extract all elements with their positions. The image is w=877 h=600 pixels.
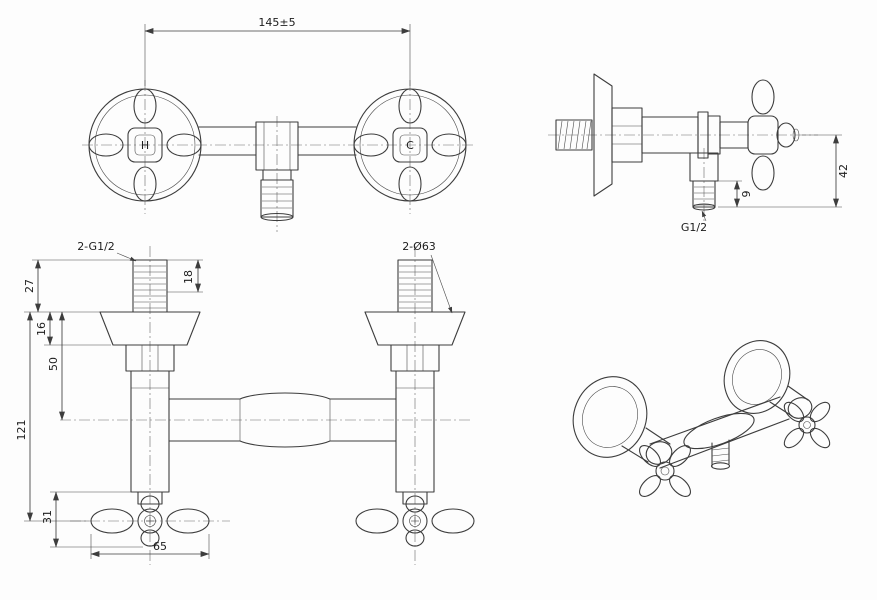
right-flange-bottom bbox=[364, 311, 466, 346]
connecting-bar-front bbox=[198, 126, 357, 156]
right-valve-body-bottom bbox=[395, 370, 435, 505]
dim-label-16: 16 bbox=[35, 322, 48, 336]
dim-label-9: 9 bbox=[740, 191, 753, 198]
wall-thread-side bbox=[555, 119, 593, 151]
dim-inlet-thread: 2-G1/2 bbox=[77, 240, 137, 262]
dim-center-distance: 145±5 bbox=[144, 16, 411, 86]
dim-label-50: 50 bbox=[47, 357, 60, 371]
hot-handle-letter: H bbox=[141, 139, 149, 152]
front-view: 145±5 H C bbox=[82, 16, 473, 232]
dim-16: 16 bbox=[35, 311, 111, 346]
dim-flange-diameter: 2-Ø63 bbox=[402, 240, 453, 314]
dim-label-121: 121 bbox=[15, 420, 28, 441]
wall-flange-side bbox=[593, 73, 613, 197]
iso-right-handle bbox=[783, 401, 831, 449]
left-cross-handle: H bbox=[88, 88, 202, 202]
dim-label-18: 18 bbox=[182, 270, 195, 284]
dim-50: 50 bbox=[47, 311, 65, 421]
dim-65: 65 bbox=[90, 534, 210, 559]
dim-label-2g12: 2-G1/2 bbox=[77, 240, 115, 253]
dim-label-65: 65 bbox=[153, 540, 167, 553]
cold-handle-letter: C bbox=[406, 139, 414, 152]
right-inlet-pipe bbox=[397, 259, 433, 313]
bottom-view: 2-G1/2 2-Ø63 27 16 50 121 bbox=[15, 240, 475, 565]
dim-label-31: 31 bbox=[41, 510, 54, 524]
side-view: 42 9 G1/2 bbox=[548, 73, 850, 234]
iso-left-flange bbox=[572, 376, 648, 458]
isometric-view bbox=[572, 340, 831, 497]
iso-outlet bbox=[710, 439, 731, 470]
valve-body-side bbox=[641, 111, 749, 159]
iso-connecting-bar bbox=[649, 396, 790, 469]
right-cross-handle: C bbox=[353, 88, 467, 202]
dim-label-27: 27 bbox=[23, 279, 36, 293]
dim-label-145: 145±5 bbox=[258, 16, 295, 29]
dim-31: 31 bbox=[41, 491, 143, 548]
side-cross-handle bbox=[747, 79, 800, 191]
dim-outlet-drop: 42 bbox=[718, 134, 850, 208]
left-handle-bottom bbox=[90, 495, 210, 547]
outlet-side bbox=[689, 152, 719, 211]
iso-right-flange bbox=[723, 340, 791, 414]
right-handle-bottom bbox=[355, 495, 475, 547]
shower-outlet-front bbox=[255, 121, 299, 222]
label-g12: G1/2 bbox=[681, 221, 707, 234]
dim-18: 18 bbox=[167, 259, 203, 293]
iso-left-handle bbox=[639, 445, 691, 497]
left-valve-body-bottom bbox=[130, 370, 170, 505]
dim-label-42: 42 bbox=[837, 164, 850, 178]
dim-27: 27 bbox=[23, 259, 131, 313]
dim-label-2d63: 2-Ø63 bbox=[402, 240, 436, 253]
connecting-bar-bottom bbox=[168, 392, 397, 448]
dim-121: 121 bbox=[15, 311, 89, 522]
thread-size-label: G1/2 bbox=[681, 210, 707, 234]
dim-outlet-thread: 9 bbox=[718, 180, 753, 208]
left-flange-bottom bbox=[99, 311, 201, 346]
